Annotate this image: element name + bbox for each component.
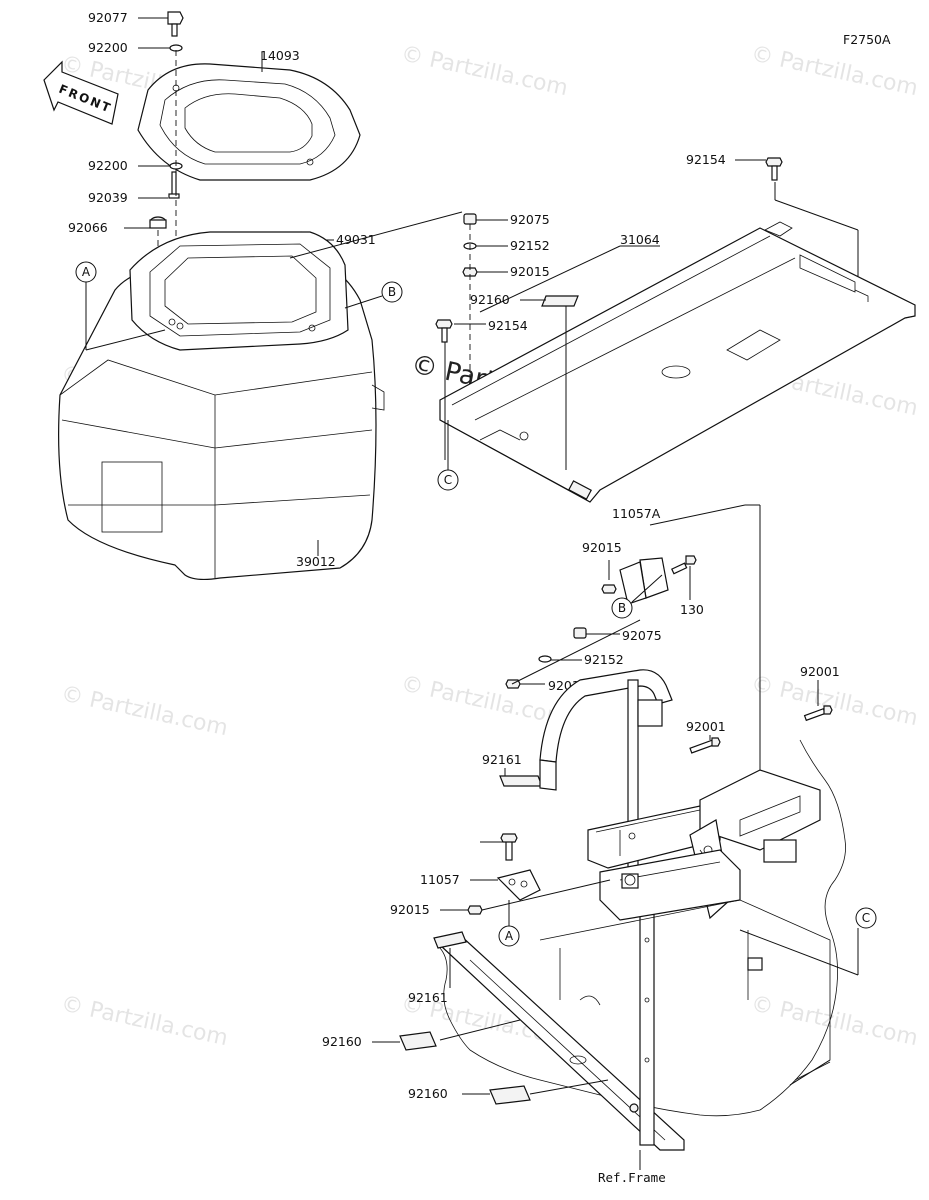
label-39012: 39012 <box>296 554 336 569</box>
callout-c-lower-text: C <box>862 911 870 925</box>
label-92001-mid: 92001 <box>686 719 726 734</box>
bracket-11057A <box>619 557 669 605</box>
washer-92152-mid <box>538 655 552 663</box>
bolt-92001-right <box>803 705 833 722</box>
watermark: © Partzilla.com <box>749 671 920 731</box>
callout-b-text: B <box>388 285 396 299</box>
label-92015-mid: 92015 <box>582 540 622 555</box>
label-92161-lower: 92161 <box>408 990 448 1005</box>
label-31064: 31064 <box>620 232 660 247</box>
bolt-130 <box>671 555 697 575</box>
watermark: © Partzilla.com <box>399 41 570 101</box>
cap-92066 <box>149 216 167 229</box>
floor-panel-31064 <box>439 221 916 503</box>
label-92154: 92154 <box>686 152 726 167</box>
nut-92015 <box>601 584 617 594</box>
label-92001: 92001 <box>800 664 840 679</box>
callout-b-mid <box>611 597 633 619</box>
callout-a <box>75 261 97 283</box>
pad-92161-upper <box>499 775 543 787</box>
label-92160: 92160 <box>470 292 510 307</box>
ref-frame-label: Ref.Frame <box>598 1170 666 1185</box>
diagram-code: F2750A <box>843 32 891 47</box>
label-92200-lower: 92200 <box>88 158 128 173</box>
watermark: © Partzilla.com <box>399 671 570 731</box>
pin-92039 <box>168 171 180 199</box>
pad-92160-bottom <box>489 1085 531 1105</box>
bolt-92154-left <box>435 319 453 343</box>
callout-c-text: C <box>444 473 452 487</box>
bracket-11057 <box>496 833 541 901</box>
pad-92160-top <box>541 295 579 307</box>
lid-14093 <box>137 63 361 181</box>
frame-assembly <box>438 669 846 1151</box>
label-92152: 92152 <box>510 238 550 253</box>
label-92160-bottom: 92160 <box>408 1086 448 1101</box>
label-130: 130 <box>680 602 704 617</box>
label-92075: 92075 <box>510 212 550 227</box>
label-92077: 92077 <box>88 10 128 25</box>
label-92039: 92039 <box>88 190 128 205</box>
watermark: © Partzilla.com <box>749 41 920 101</box>
label-14093: 14093 <box>260 48 300 63</box>
label-92200: 92200 <box>88 40 128 55</box>
nut-92015-lower <box>467 905 483 915</box>
knob-92077 <box>167 11 184 37</box>
label-92154-left: 92154 <box>488 318 528 333</box>
bolt-92154-right <box>765 157 783 181</box>
label-11057A: 11057A <box>612 506 661 521</box>
callout-b-mid-text: B <box>618 601 626 615</box>
callout-c-lower <box>855 907 877 929</box>
callout-b <box>381 281 403 303</box>
nut-92075-mid <box>573 627 587 639</box>
label-92066: 92066 <box>68 220 108 235</box>
label-92160-mid: 92160 <box>322 1034 362 1049</box>
callout-c <box>437 469 459 491</box>
watermark: © Partzilla.com <box>59 991 230 1051</box>
label-92075-mid: 92075 <box>622 628 662 643</box>
label-92015: 92015 <box>510 264 550 279</box>
label-92161: 92161 <box>482 752 522 767</box>
pad-92160-mid <box>399 1031 437 1051</box>
watermark: © Partzilla.com <box>749 991 920 1051</box>
bolt-92001-mid <box>689 737 721 754</box>
label-49031: 49031 <box>336 232 376 247</box>
pad-92161-lower <box>433 931 467 949</box>
label-11057: 11057 <box>420 872 460 887</box>
label-92152-mid: 92152 <box>584 652 624 667</box>
callout-a-lower <box>498 925 520 947</box>
callout-a-text: A <box>82 265 91 279</box>
storage-box-39012 <box>58 231 385 581</box>
label-92015-lower: 92015 <box>390 902 430 917</box>
watermark: © Partzilla.com <box>59 681 230 741</box>
callout-a-lower-text: A <box>505 929 514 943</box>
